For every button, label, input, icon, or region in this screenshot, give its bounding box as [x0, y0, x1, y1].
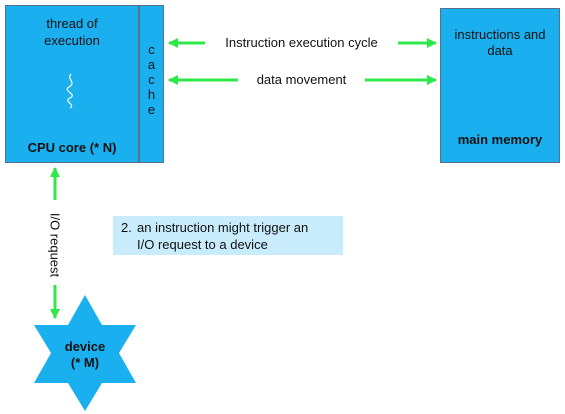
cache-letter: a — [147, 57, 156, 72]
main-memory-top-label-line2: data — [487, 43, 513, 58]
thread-squiggle-icon — [66, 73, 73, 109]
data-movement-label: data movement — [256, 72, 347, 87]
note-text-line2: I/O request to a device — [137, 237, 268, 252]
cpu-core-title: CPU core (* N) — [27, 140, 117, 155]
note-callout: 2. an instruction might trigger an I/O re… — [113, 216, 343, 255]
device-label-line1: device — [64, 339, 106, 354]
device-label-line2: (* M) — [70, 355, 100, 370]
cache-letter: e — [147, 102, 156, 117]
note-text-line1: an instruction might trigger an — [137, 220, 309, 235]
note-number: 2. — [121, 220, 132, 235]
cache-letter: c — [148, 42, 155, 57]
main-memory-box — [440, 8, 560, 163]
device-star — [34, 295, 136, 411]
instruction-cycle-label: Instruction execution cycle — [225, 35, 378, 50]
cache-box — [139, 5, 164, 163]
note-line1: 2. an instruction might trigger an — [121, 219, 343, 236]
cpu-core-top-label-line2: execution — [44, 33, 100, 48]
io-request-label: I/O request — [47, 212, 63, 278]
main-memory-top-label-line1: instructions and — [454, 27, 546, 42]
main-memory-title: main memory — [457, 132, 543, 147]
cpu-core-top-label-line1: thread of — [46, 16, 98, 31]
cache-letter: h — [147, 87, 156, 102]
cache-letter: c — [148, 72, 155, 87]
